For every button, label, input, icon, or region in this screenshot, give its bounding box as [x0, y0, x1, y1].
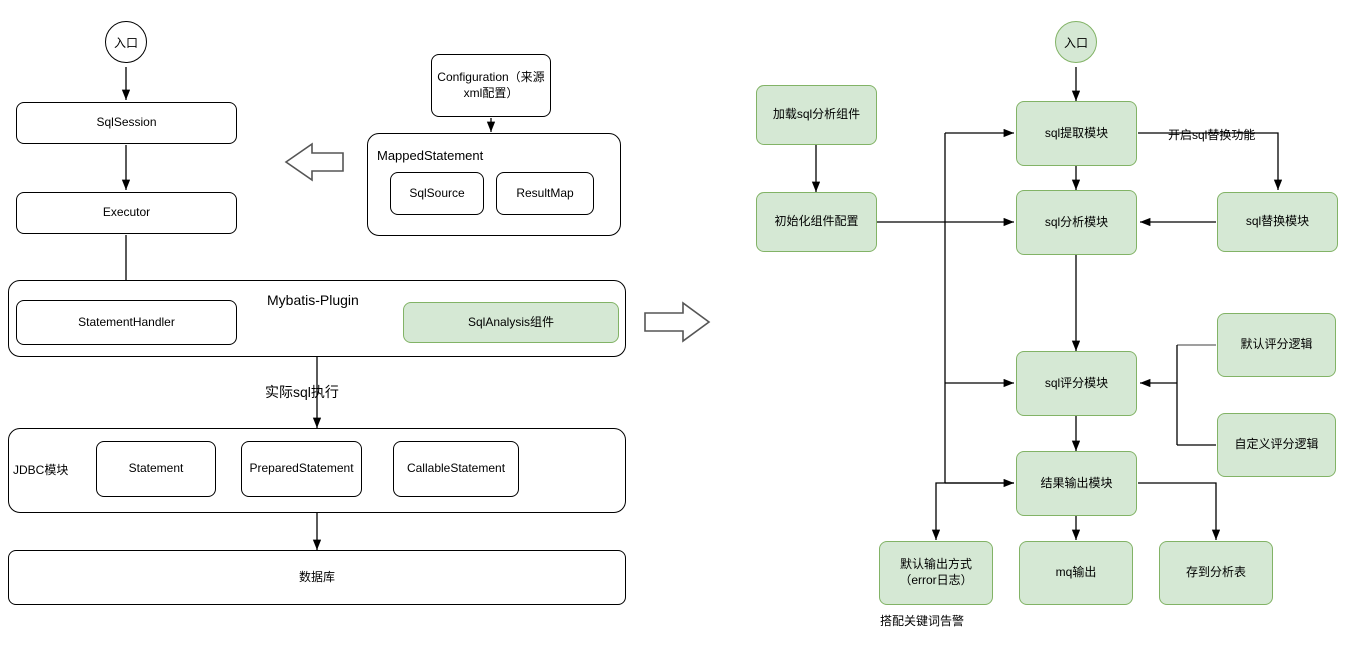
node-statement-handler-label: StatementHandler — [78, 314, 175, 329]
node-prepared-statement[interactable]: PreparedStatement — [241, 441, 362, 497]
edge-label-enable-sql-replace: 开启sql替换功能 — [1168, 128, 1256, 142]
node-save-analysis-table[interactable]: 存到分析表 — [1159, 541, 1273, 605]
node-resultmap[interactable]: ResultMap — [496, 172, 594, 215]
edge-label-actual-sql-exec: 实际sql执行 — [265, 384, 339, 400]
node-configuration[interactable]: Configuration（来源 xml配置） — [431, 54, 551, 117]
container-mapped-statement-title: MappedStatement — [377, 148, 484, 163]
node-sqlsession-label: SqlSession — [96, 115, 157, 130]
edge-result-to-save-table — [1138, 482, 1221, 540]
node-load-sql-analysis-component-label: 加载sql分析组件 — [772, 107, 861, 122]
node-statement-label: Statement — [128, 461, 184, 476]
node-save-analysis-table-label: 存到分析表 — [1185, 565, 1246, 580]
entry-label-left: 入口 — [113, 35, 138, 50]
node-callable-statement-label: CallableStatement — [406, 461, 506, 476]
node-executor[interactable]: Executor — [16, 192, 237, 234]
block-arrow-right — [644, 301, 711, 343]
node-custom-score-logic[interactable]: 自定义评分逻辑 — [1217, 413, 1336, 477]
node-load-sql-analysis-component[interactable]: 加载sql分析组件 — [756, 85, 877, 145]
container-mybatis-plugin-title: Mybatis-Plugin — [267, 292, 359, 308]
node-sql-analysis-module-label: sql分析模块 — [1044, 214, 1109, 229]
node-sql-score-module-label: sql评分模块 — [1044, 375, 1109, 390]
edge-result-to-default-output — [931, 482, 1014, 540]
node-sql-replace-module[interactable]: sql替换模块 — [1217, 192, 1338, 252]
container-jdbc-module-title: JDBC模块 — [13, 463, 69, 477]
node-default-output-label: 默认输出方式 （error日志） — [899, 557, 973, 587]
node-result-output-module-label: 结果输出模块 — [1040, 475, 1113, 490]
node-sql-analysis-module[interactable]: sql分析模块 — [1016, 190, 1137, 255]
node-sqlsource-label: SqlSource — [409, 185, 465, 200]
node-statement[interactable]: Statement — [96, 441, 216, 497]
node-default-output[interactable]: 默认输出方式 （error日志） — [879, 541, 993, 605]
entry-label-right: 入口 — [1063, 35, 1088, 50]
node-callable-statement[interactable]: CallableStatement — [393, 441, 519, 497]
node-statement-handler[interactable]: StatementHandler — [16, 300, 237, 345]
node-sqlsource[interactable]: SqlSource — [390, 172, 484, 215]
node-sql-score-module[interactable]: sql评分模块 — [1016, 351, 1137, 416]
node-sql-extract-module-label: sql提取模块 — [1044, 125, 1109, 140]
node-database[interactable]: 数据库 — [8, 550, 626, 605]
entry-circle-left: 入口 — [105, 21, 147, 63]
node-init-component-config-label: 初始化组件配置 — [774, 214, 859, 229]
node-database-label: 数据库 — [298, 569, 335, 584]
node-executor-label: Executor — [102, 205, 151, 220]
node-prepared-statement-label: PreparedStatement — [249, 461, 354, 476]
node-sql-replace-module-label: sql替换模块 — [1245, 214, 1310, 229]
node-sql-analysis-component[interactable]: SqlAnalysis组件 — [403, 302, 619, 343]
node-custom-score-logic-label: 自定义评分逻辑 — [1234, 437, 1319, 452]
block-arrow-left — [284, 142, 344, 182]
node-mq-output[interactable]: mq输出 — [1019, 541, 1133, 605]
node-mq-output-label: mq输出 — [1055, 565, 1097, 580]
node-result-output-module[interactable]: 结果输出模块 — [1016, 451, 1137, 516]
entry-circle-right: 入口 — [1055, 21, 1097, 63]
node-sql-extract-module[interactable]: sql提取模块 — [1016, 101, 1137, 166]
node-configuration-label: Configuration（来源 xml配置） — [437, 69, 545, 100]
node-sqlsession[interactable]: SqlSession — [16, 102, 237, 144]
annotation-keyword-alarm: 搭配关键词告警 — [880, 614, 965, 628]
node-sql-analysis-component-label: SqlAnalysis组件 — [467, 314, 555, 329]
node-resultmap-label: ResultMap — [516, 185, 574, 200]
node-default-score-logic[interactable]: 默认评分逻辑 — [1217, 313, 1336, 377]
node-init-component-config[interactable]: 初始化组件配置 — [756, 192, 877, 252]
node-default-score-logic-label: 默认评分逻辑 — [1240, 337, 1313, 352]
